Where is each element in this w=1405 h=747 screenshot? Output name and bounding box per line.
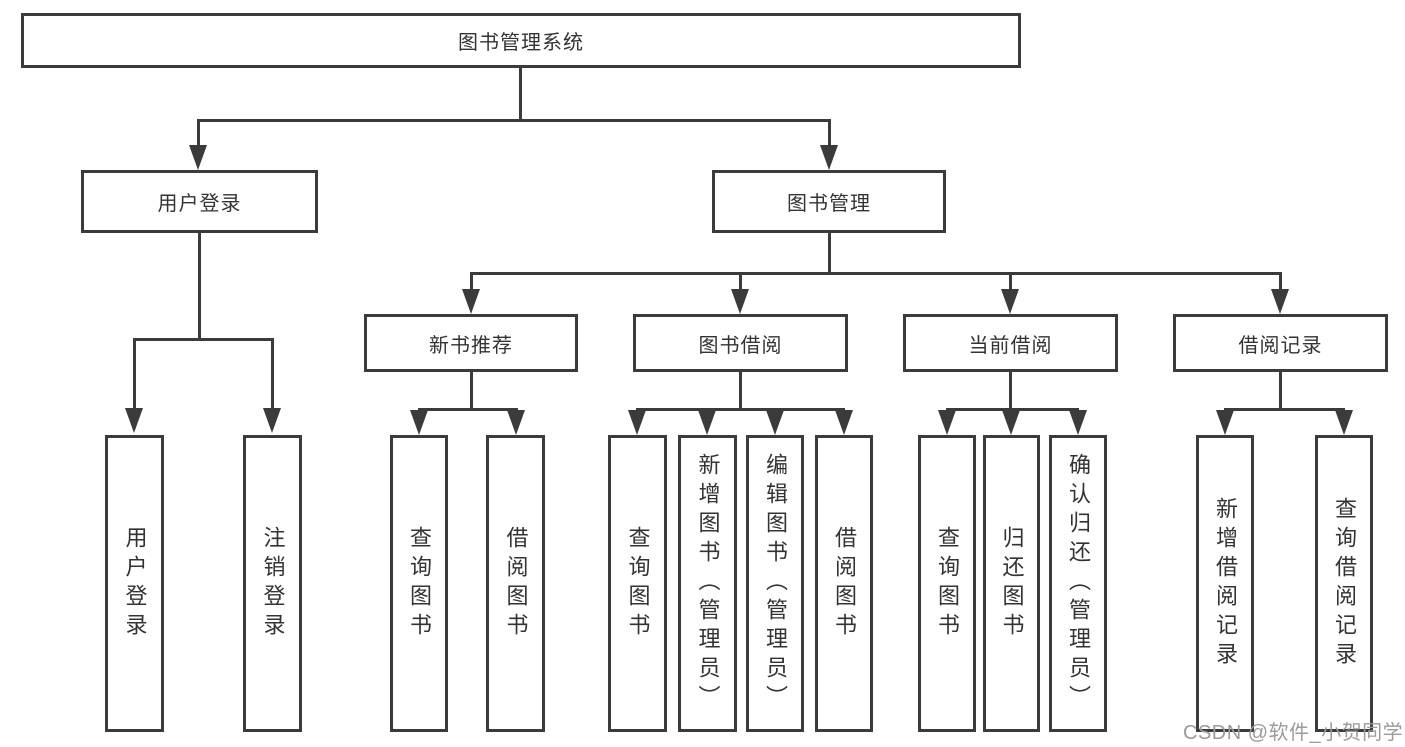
leaf-borrow-books-recommend: 借阅图书	[486, 435, 545, 732]
arrow-down-icon-user-login	[189, 145, 207, 170]
leaf-query-books-borrowing: 查询图书	[608, 435, 667, 732]
arrow-down-icon-leaf-user-login	[125, 408, 143, 433]
node-book-borrowing: 图书借阅	[633, 314, 848, 372]
leaf-return-books-label: 归还图书	[999, 525, 1025, 642]
connector-new-book-stem	[470, 372, 473, 408]
node-user-login: 用户登录	[81, 170, 318, 233]
node-current-borrowing-label: 当前借阅	[968, 334, 1053, 357]
leaf-user-login: 用户登录	[105, 435, 164, 732]
arrow-down-icon-new-book	[462, 289, 480, 314]
leaf-borrow-books-borrowing-label: 借阅图书	[832, 525, 857, 642]
leaf-logout: 注销登录	[243, 435, 302, 732]
arrow-down-icon-book-borrowing	[731, 289, 749, 314]
connector-drop-user-login	[197, 119, 200, 147]
leaf-edit-books-admin: 编辑图书（管理员）	[746, 435, 804, 732]
connector-drop-book-management	[828, 119, 831, 147]
node-book-borrowing-label: 图书借阅	[698, 334, 783, 357]
arrow-down-icon-add-books-admin	[698, 410, 716, 435]
connector-user-login-crossbar	[133, 338, 274, 341]
node-root-label: 图书管理系统	[458, 32, 584, 54]
csdn-watermark: CSDN @软件_小贺同学	[1183, 722, 1404, 744]
leaf-borrow-books-borrowing: 借阅图书	[815, 435, 873, 732]
leaf-add-books-admin: 新增图书（管理员）	[678, 435, 737, 732]
arrow-down-icon-return-books	[1002, 410, 1020, 435]
leaf-add-books-admin-label: 新增图书（管理员）	[695, 453, 721, 714]
arrow-down-icon-add-borrow-record	[1216, 410, 1234, 435]
node-borrowing-records: 借阅记录	[1173, 314, 1388, 372]
node-book-management: 图书管理	[712, 170, 946, 233]
arrow-down-icon-borrowing-records	[1271, 289, 1289, 314]
connector-user-login-stem	[198, 233, 201, 338]
leaf-logout-label: 注销登录	[260, 525, 286, 642]
connector-current-borrowing-crossbar	[946, 408, 1079, 411]
leaf-query-books-recommend: 查询图书	[390, 435, 448, 732]
node-book-management-label: 图书管理	[787, 193, 871, 215]
leaf-add-borrow-record: 新增借阅记录	[1196, 435, 1254, 732]
connector-root-stem	[519, 68, 522, 122]
arrow-down-icon-query-borrow-record	[1335, 410, 1353, 435]
connector-drop-new-book	[470, 272, 473, 290]
arrow-down-icon-query-books-current	[938, 410, 956, 435]
connector-book-borrowing-crossbar	[636, 408, 845, 411]
connector-borrowing-records-stem	[1279, 372, 1282, 408]
arrow-down-icon-borrow-books-recommend	[507, 410, 525, 435]
connector-borrowing-records-crossbar	[1224, 408, 1345, 411]
arrow-down-icon-borrow-books-borrowing	[835, 410, 853, 435]
leaf-query-borrow-record: 查询借阅记录	[1315, 435, 1373, 732]
node-current-borrowing: 当前借阅	[903, 314, 1118, 372]
leaf-query-books-current: 查询图书	[918, 435, 976, 732]
connector-current-borrowing-stem	[1009, 372, 1012, 408]
leaf-query-books-recommend-label: 查询图书	[407, 525, 432, 642]
leaf-return-books: 归还图书	[983, 435, 1040, 732]
arrow-down-icon-leaf-logout	[263, 408, 281, 433]
node-user-login-label: 用户登录	[157, 193, 242, 215]
connector-drop-book-borrowing	[739, 272, 742, 290]
arrow-down-icon-book-management	[820, 145, 838, 170]
leaf-confirm-return-admin-label: 确认归还（管理员）	[1066, 453, 1091, 714]
node-borrowing-records-label: 借阅记录	[1238, 334, 1323, 357]
leaf-user-login-label: 用户登录	[122, 525, 148, 642]
arrow-down-icon-current-borrowing	[1001, 289, 1019, 314]
leaf-query-books-borrowing-label: 查询图书	[625, 525, 651, 642]
arrow-down-icon-query-books-borrowing	[628, 410, 646, 435]
arrow-down-icon-query-books-recommend	[410, 410, 428, 435]
connector-drop-leaf-user-login	[133, 338, 136, 409]
connector-root-crossbar	[198, 119, 831, 122]
connector-new-book-crossbar	[418, 408, 518, 411]
node-new-book-recommend-label: 新书推荐	[429, 334, 513, 357]
connector-book-management-stem	[828, 233, 831, 272]
node-root: 图书管理系统	[21, 13, 1021, 68]
connector-drop-borrowing-records	[1279, 272, 1282, 290]
connector-book-management-crossbar	[470, 272, 1282, 275]
leaf-borrow-books-recommend-label: 借阅图书	[503, 525, 529, 642]
arrow-down-icon-confirm-return-admin	[1069, 410, 1087, 435]
connector-drop-leaf-logout	[271, 338, 274, 409]
leaf-add-borrow-record-label: 新增借阅记录	[1213, 496, 1238, 671]
connector-drop-current-borrowing	[1009, 272, 1012, 290]
arrow-down-icon-edit-books-admin	[766, 410, 784, 435]
connector-book-borrowing-stem	[739, 372, 742, 408]
node-new-book-recommend: 新书推荐	[364, 314, 578, 372]
leaf-edit-books-admin-label: 编辑图书（管理员）	[763, 453, 788, 714]
leaf-query-borrow-record-label: 查询借阅记录	[1332, 496, 1357, 671]
leaf-confirm-return-admin: 确认归还（管理员）	[1049, 435, 1107, 732]
leaf-query-books-current-label: 查询图书	[935, 525, 960, 642]
